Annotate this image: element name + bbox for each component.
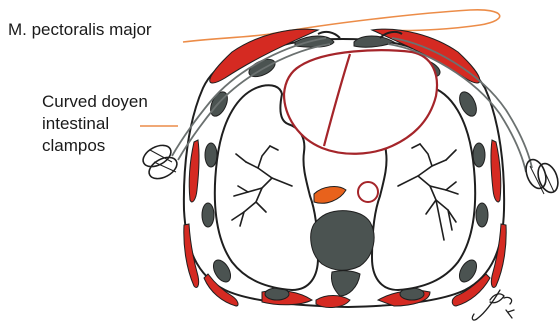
clamp-label-line-1: Curved doyen [42, 91, 148, 113]
rib-right-3 [473, 143, 485, 167]
artist-signature-icon [472, 290, 514, 320]
clamp-label-line-2: intestinal [42, 113, 148, 135]
rib-left-4 [202, 203, 214, 227]
pectoralis-major-label: M. pectoralis major [8, 19, 152, 41]
clamp-label-line-3: clampos [42, 135, 148, 157]
pectoralis-leader-line [183, 10, 500, 42]
vertebra-body [311, 211, 374, 271]
rib-left-3 [205, 143, 217, 167]
aorta [358, 182, 378, 202]
rib-right-4 [476, 203, 488, 227]
curved-clamp-label: Curved doyen intestinal clampos [42, 91, 148, 157]
